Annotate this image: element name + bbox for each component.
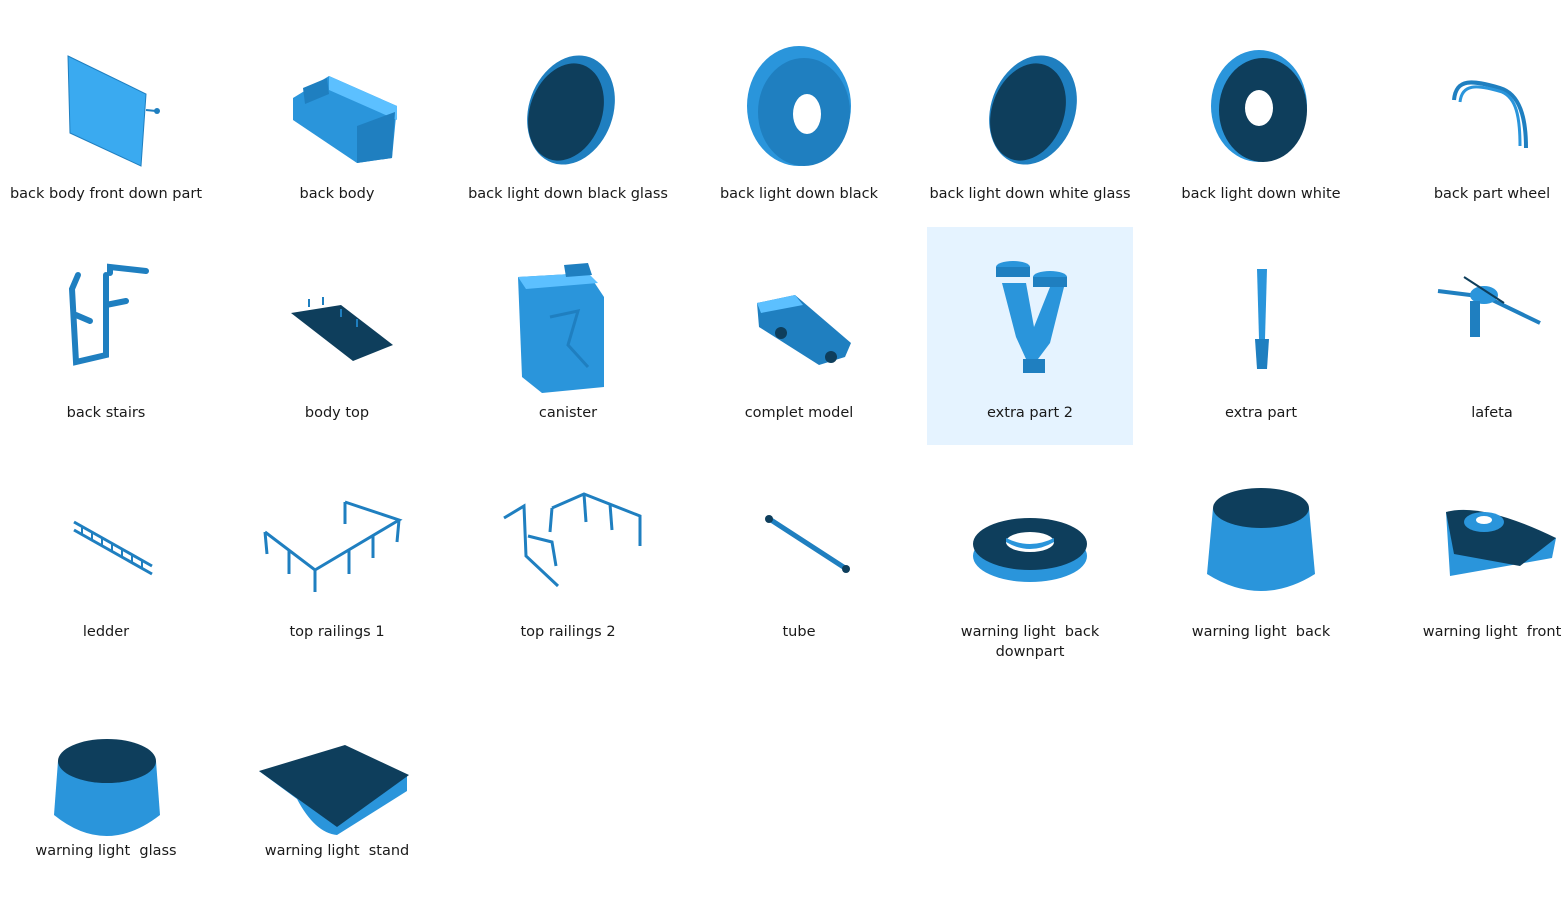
file-3d-thumbnail-icon: [699, 227, 899, 405]
file-item[interactable]: back body: [234, 8, 440, 226]
file-3d-thumbnail-icon: [6, 665, 206, 843]
file-name: lafeta: [1471, 405, 1513, 421]
file-name: back body front down part: [9, 186, 203, 202]
file-3d-thumbnail-icon: [1392, 8, 1567, 186]
file-name: back stairs: [66, 405, 146, 421]
file-3d-thumbnail-icon: [1392, 227, 1567, 405]
file-name: back part wheel: [1433, 186, 1551, 202]
file-3d-thumbnail-icon: [699, 446, 899, 624]
file-3d-thumbnail-icon: [1161, 8, 1361, 186]
file-3d-thumbnail-icon: [1392, 446, 1567, 624]
file-name: top railings 1: [289, 624, 385, 640]
file-item[interactable]: back part wheel: [1389, 8, 1567, 226]
file-item[interactable]: back light down white: [1158, 8, 1364, 226]
file-item[interactable]: warning light front: [1389, 446, 1567, 664]
file-name: warning light front: [1422, 624, 1562, 640]
file-name: complet model: [744, 405, 854, 421]
file-item[interactable]: warning light back: [1158, 446, 1364, 664]
file-item[interactable]: top railings 2: [465, 446, 671, 664]
file-name: extra part 2: [987, 405, 1073, 421]
file-item[interactable]: warning light back downpart: [927, 446, 1133, 664]
file-item[interactable]: extra part: [1158, 227, 1364, 445]
file-3d-thumbnail-icon: [468, 227, 668, 405]
file-item[interactable]: back light down white glass: [927, 8, 1133, 226]
file-item-selected[interactable]: extra part 2: [927, 227, 1133, 445]
file-3d-thumbnail-icon: [930, 446, 1130, 624]
file-item[interactable]: canister: [465, 227, 671, 445]
file-name: body top: [304, 405, 370, 421]
file-item[interactable]: back body front down part: [3, 8, 209, 226]
file-name: warning light back: [1191, 624, 1331, 640]
file-3d-thumbnail-icon: [930, 227, 1130, 405]
file-name: back light down black glass: [468, 186, 668, 202]
file-3d-thumbnail-icon: [468, 8, 668, 186]
file-3d-thumbnail-icon: [468, 446, 668, 624]
file-3d-thumbnail-icon: [237, 665, 437, 843]
file-item[interactable]: warning light stand: [234, 665, 440, 883]
file-name: canister: [538, 405, 598, 421]
file-name: back light down white: [1181, 186, 1341, 202]
file-3d-thumbnail-icon: [6, 8, 206, 186]
file-3d-thumbnail-icon: [1161, 227, 1361, 405]
file-3d-thumbnail-icon: [1161, 446, 1361, 624]
file-item[interactable]: lafeta: [1389, 227, 1567, 445]
file-item[interactable]: ledder: [3, 446, 209, 664]
file-item[interactable]: warning light glass: [3, 665, 209, 883]
file-3d-thumbnail-icon: [237, 227, 437, 405]
file-item[interactable]: complet model: [696, 227, 902, 445]
file-name: back light down white glass: [929, 186, 1131, 202]
file-item[interactable]: body top: [234, 227, 440, 445]
file-item[interactable]: back light down black glass: [465, 8, 671, 226]
file-3d-thumbnail-icon: [237, 8, 437, 186]
file-name: back light down black: [719, 186, 879, 202]
file-name: warning light glass: [35, 843, 177, 859]
file-name: warning light back downpart: [960, 624, 1100, 660]
file-name: ledder: [82, 624, 130, 640]
file-3d-thumbnail-icon: [6, 227, 206, 405]
file-3d-thumbnail-icon: [930, 8, 1130, 186]
file-name: back body: [299, 186, 375, 202]
file-item[interactable]: tube: [696, 446, 902, 664]
file-name: extra part: [1224, 405, 1298, 421]
file-name: tube: [782, 624, 816, 640]
file-item[interactable]: back stairs: [3, 227, 209, 445]
file-name: top railings 2: [520, 624, 616, 640]
file-item[interactable]: back light down black: [696, 8, 902, 226]
file-3d-thumbnail-icon: [699, 8, 899, 186]
file-item[interactable]: top railings 1: [234, 446, 440, 664]
file-name: warning light stand: [264, 843, 410, 859]
file-3d-thumbnail-icon: [237, 446, 437, 624]
file-3d-thumbnail-icon: [6, 446, 206, 624]
